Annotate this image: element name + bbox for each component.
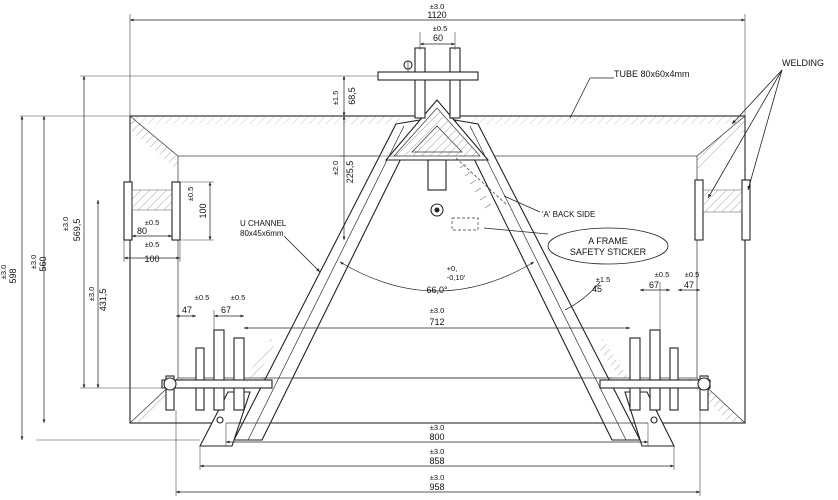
- top-offset-tol: ±1.5: [331, 91, 340, 106]
- arm-angle-tol: ±1.5: [596, 275, 611, 284]
- bracket-height-value: 100: [198, 203, 208, 218]
- back-side-callout: 'A' BACK SIDE: [542, 210, 595, 219]
- lug67-right-tol: ±0.5: [655, 270, 670, 279]
- frame-inner-value: 569,5: [72, 219, 82, 242]
- left-lower-lugs: [161, 329, 274, 424]
- sticker-callout-line2: SAFETY STICKER: [570, 247, 647, 257]
- dimension-lines: [20, 18, 745, 494]
- bracket-inner-tol: ±0.5: [145, 218, 160, 227]
- mast-height-value: 225,5: [345, 161, 355, 184]
- a-frame: [199, 47, 675, 447]
- width958-tol: ±3.0: [430, 473, 445, 482]
- overall-width-tol: ±3.0: [430, 2, 445, 11]
- lug67-left-value: 67: [221, 305, 231, 315]
- u-channel-size: 80x45x6mm: [240, 229, 284, 238]
- span712-tol: ±3.0: [430, 306, 445, 315]
- callout-text: TUBE 80x60x4mm WELDING U CHANNEL 80x45x6…: [240, 58, 824, 257]
- width800-value: 800: [429, 432, 444, 442]
- frame-outer-value: 598: [8, 268, 18, 283]
- width958-value: 958: [429, 482, 444, 492]
- frame-mid-tol: ±3.0: [29, 255, 38, 270]
- overall-width-value: 1120: [427, 10, 446, 20]
- angle-tol-plus: +0,: [447, 264, 458, 273]
- lower-pin-tol: ±3.0: [87, 287, 96, 302]
- angle-tol-minus: -0,10': [447, 273, 466, 282]
- angle-value: 66,0°: [426, 285, 448, 295]
- top-pin-spacing-value: 60: [433, 33, 443, 43]
- dimension-text: ±3.0 1120 ±0.5 60 ±1.5 68,5 ±2.0 225,5 ±…: [0, 2, 699, 492]
- frame-inner-tol: ±3.0: [61, 217, 70, 232]
- lug47-left-value: 47: [182, 305, 192, 315]
- leader-lines: [283, 69, 783, 273]
- sticker-callout-line1: A FRAME: [588, 236, 628, 246]
- arm-angle-value: 45: [592, 284, 602, 294]
- left-bracket: [123, 181, 181, 241]
- width800-tol: ±3.0: [430, 423, 445, 432]
- top-pin-spacing-tol: ±0.5: [433, 24, 448, 33]
- frame-outer-tol: ±3.0: [0, 265, 8, 280]
- width858-value: 858: [429, 456, 444, 466]
- welding-callout: WELDING: [782, 58, 824, 68]
- lower-pin-value: 431,5: [98, 289, 108, 312]
- lug67-right-value: 67: [649, 280, 659, 290]
- lug47-left-tol: ±0.5: [195, 293, 210, 302]
- tube-callout: TUBE 80x60x4mm: [614, 69, 690, 79]
- u-channel-callout: U CHANNEL: [240, 219, 287, 228]
- bracket-outer-tol: ±0.5: [145, 240, 160, 249]
- mast-height-tol: ±2.0: [331, 161, 340, 176]
- extension-lines: [20, 14, 746, 496]
- frame-mid-value: 560: [38, 256, 48, 271]
- bracket-inner-value: 80: [137, 226, 147, 236]
- lug47-right-tol: ±0.5: [685, 270, 700, 279]
- lug47-right-value: 47: [684, 280, 694, 290]
- top-offset-value: 68,5: [347, 87, 357, 105]
- width858-tol: ±3.0: [430, 447, 445, 456]
- frame-tube: [129, 115, 746, 424]
- bracket-height-tol: ±0.5: [186, 187, 195, 202]
- bracket-outer-value: 100: [144, 254, 159, 264]
- right-lower-lugs: [599, 329, 711, 424]
- span712-value: 712: [429, 317, 444, 327]
- right-bracket: [694, 179, 751, 241]
- lug67-left-tol: ±0.5: [231, 293, 246, 302]
